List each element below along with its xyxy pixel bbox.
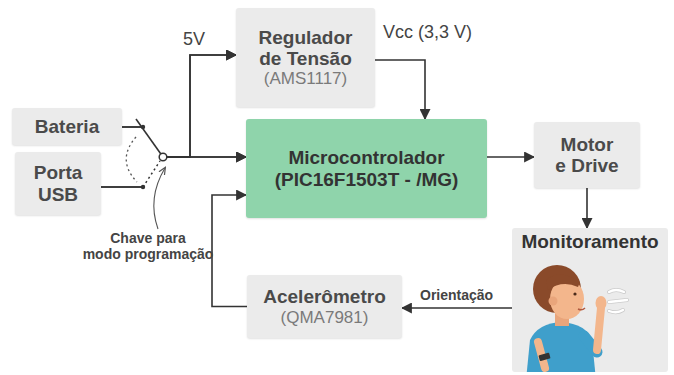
switch-lever [136,119,163,157]
voltage-label: 5V [180,29,208,50]
connector-arrow [402,307,512,309]
connector-arrow [586,188,588,228]
switch-contact [141,185,145,189]
source-box: Porta USB [15,152,101,215]
box-title: Monitoramento [521,231,658,252]
connector-arrow [375,60,425,119]
switch-throw-arc [126,137,137,182]
part-number: (AMS1117) [264,69,347,88]
monitoring-panel: Monitoramento [512,228,668,372]
switch-contact [141,125,145,129]
switch-symbol [126,119,167,189]
note-label: Chave para modo programação [73,230,223,262]
connector-arrow [122,127,246,157]
box-title: Motor e Drive [554,134,620,177]
regulator-box: Regulador de Tensão(AMS1117) [236,8,375,107]
part-number: (QMA7981) [281,308,369,327]
motor-box: Motor e Drive [534,122,640,188]
microcontroller-box: Microcontrolador (PIC16F1503T - /MG) [246,119,487,218]
box-title: Regulador de Tensão [251,27,361,70]
connector-label: Vcc (3,3 V) [381,22,474,43]
connector-label: Orientação [418,287,495,303]
box-title: Microcontrolador (PIC16F1503T - /MG) [254,147,479,190]
source-box: Bateria [12,108,122,145]
connector-arrow [212,195,247,307]
switch-pivot [159,153,167,161]
connector-arrow [101,157,246,187]
box-title: Bateria [35,116,99,137]
box-title: Acelerômetro [263,286,386,307]
connector-arrow [122,55,236,157]
connector-arrow [487,156,534,158]
box-title: Porta USB [23,162,93,205]
person-illustration [526,265,627,372]
leader-arrow [154,168,165,229]
sensor-box: Acelerômetro(QMA7981) [247,275,402,338]
